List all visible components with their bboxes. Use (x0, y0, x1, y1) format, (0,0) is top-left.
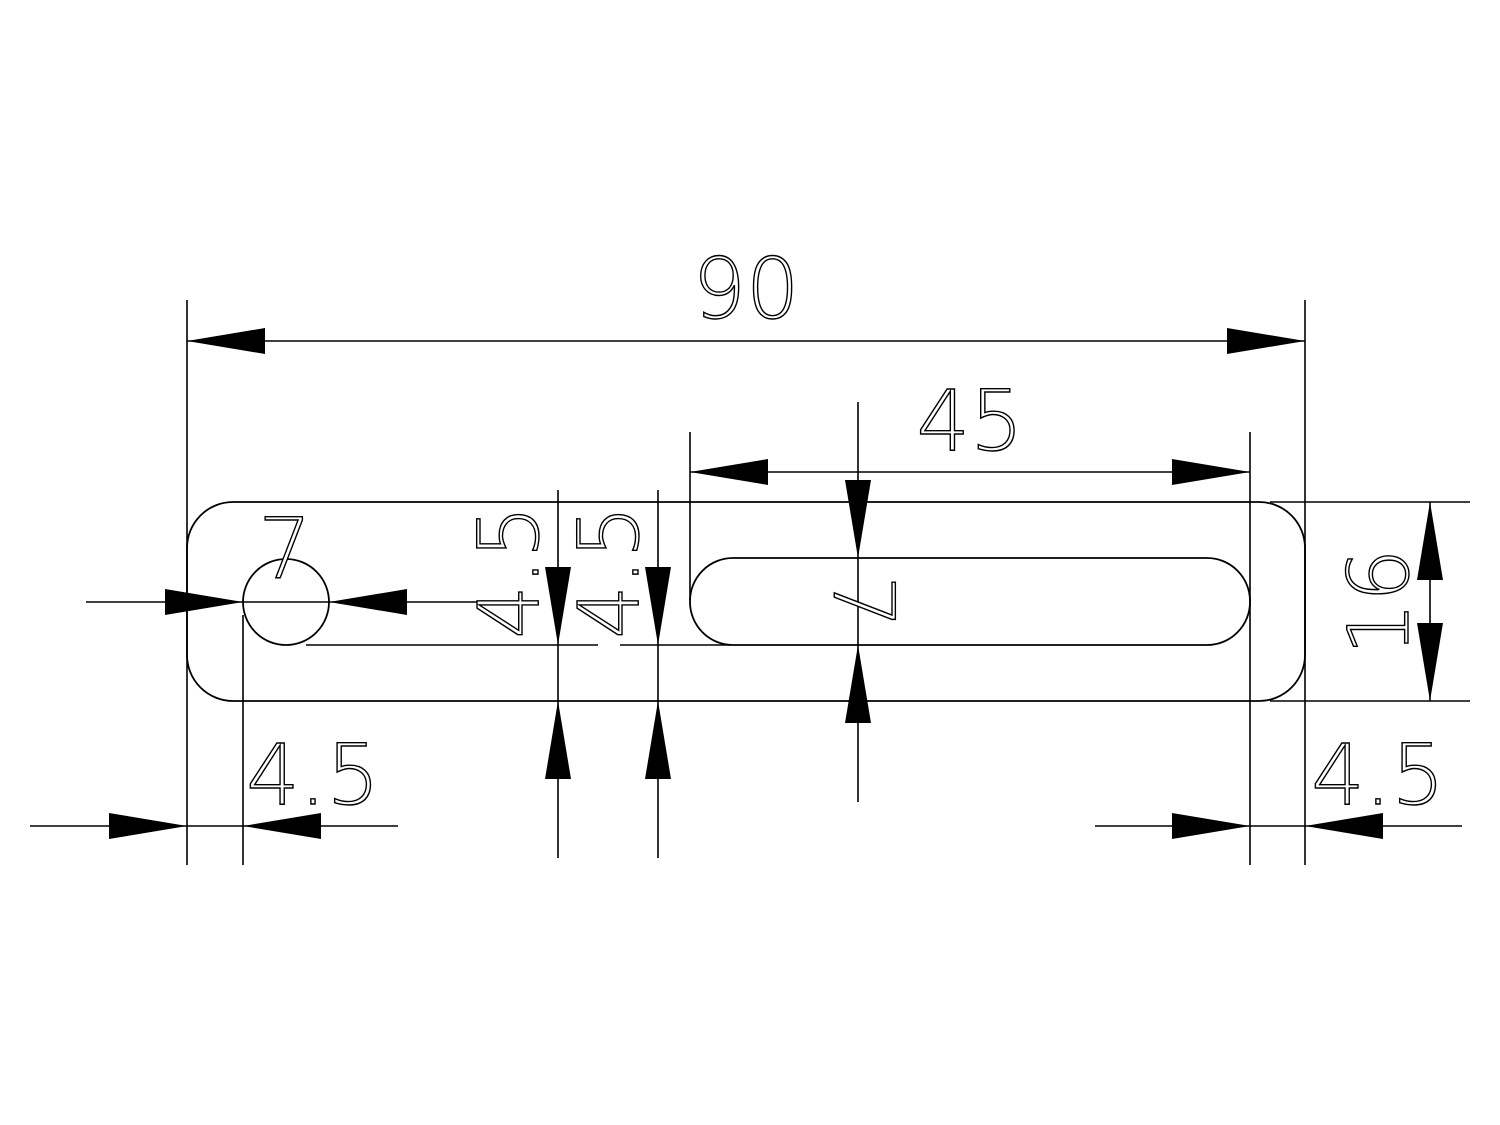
dim-left-edge-offset: 4.5 (30, 615, 398, 865)
dim-label-hole-7: 7 (258, 500, 311, 598)
dim-slot-width: 7 (813, 402, 913, 802)
dim-label-left-4-5: 4.5 (246, 726, 380, 824)
dim-slot-length: 45 (689, 371, 1251, 865)
arrow-left (187, 328, 265, 354)
slot-outline (689, 557, 1251, 646)
dim-label-right-4-5: 4.5 (1311, 726, 1445, 824)
dim-label-16: 16 (1330, 549, 1428, 656)
dim-label-45: 45 (917, 372, 1024, 470)
dim-hole-diameter: 7 (86, 499, 486, 615)
dim-label-4-5-b: 4.5 (560, 505, 658, 639)
dim-overall-width: 16 (1270, 501, 1470, 702)
arrow-right (1227, 328, 1305, 354)
dim-right-edge-offset: 4.5 (1095, 725, 1462, 839)
dim-overall-length: 90 (186, 239, 1306, 865)
dim-label-slot-7: 7 (814, 575, 912, 628)
dim-label-4-5-a: 4.5 (460, 505, 558, 639)
dim-hole-to-bottom: 4.5 4.5 (306, 490, 730, 858)
dim-label-90: 90 (693, 240, 800, 338)
